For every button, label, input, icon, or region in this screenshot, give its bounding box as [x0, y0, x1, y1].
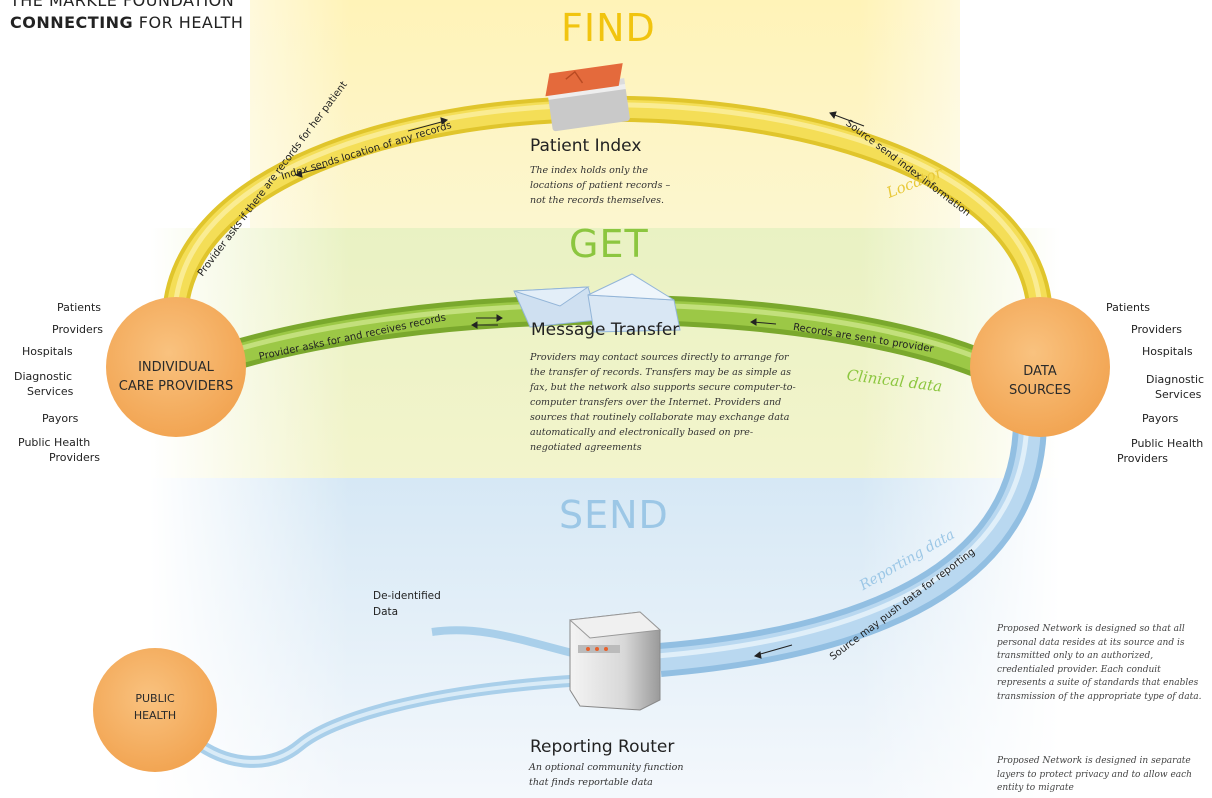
send-layer-label: SEND	[559, 493, 669, 537]
patient-index-title: Patient Index	[530, 136, 642, 156]
flow-arrows	[294, 111, 865, 659]
deidentified-line1: De-identified	[373, 590, 441, 602]
data-sources-node	[970, 297, 1110, 437]
right-item-services: Services	[1155, 388, 1202, 401]
left-item-providers-2: Providers	[49, 451, 101, 464]
network-note-2: Proposed Network is designed in separate…	[997, 756, 1192, 793]
patient-index-icon	[545, 63, 630, 132]
org-title-line1: THE MARKLE FOUNDATION	[10, 0, 235, 10]
left-item-payors: Payors	[42, 412, 79, 425]
deidentified-data-label: De-identified Data	[373, 588, 441, 620]
left-item-patients: Patients	[57, 301, 102, 314]
left-item-hospitals: Hospitals	[22, 345, 73, 358]
individual-care-providers-label: INDIVIDUAL CARE PROVIDERS	[106, 358, 246, 396]
right-item-providers-2: Providers	[1117, 452, 1169, 465]
deidentified-conduit	[431, 626, 581, 659]
org-title-line2: CONNECTING FOR HEALTH	[10, 13, 243, 32]
left-item-providers: Providers	[52, 323, 104, 336]
get-layer-label: GET	[569, 222, 649, 266]
patient-index-desc: The index holds only the locations of pa…	[530, 165, 671, 206]
icp-line2: CARE PROVIDERS	[118, 379, 234, 394]
right-item-diagnostic: Diagnostic	[1146, 373, 1205, 386]
left-item-diagnostic: Diagnostic	[14, 370, 73, 383]
message-transfer-desc: Providers may contact sources directly t…	[530, 352, 796, 453]
right-item-providers: Providers	[1131, 323, 1183, 336]
reporting-router-title: Reporting Router	[530, 737, 675, 757]
left-item-services: Services	[27, 385, 74, 398]
public-health-node	[93, 648, 217, 772]
ds-line1: DATA	[1023, 364, 1057, 379]
reporting-router-desc: An optional community function that find…	[529, 762, 684, 788]
deidentified-line2: Data	[373, 606, 399, 618]
right-item-patients: Patients	[1106, 301, 1151, 314]
right-item-hospitals: Hospitals	[1142, 345, 1193, 358]
org-title-bold: CONNECTING	[10, 13, 134, 32]
data-sources-label: DATA SOURCES	[990, 362, 1090, 400]
right-item-payors: Payors	[1142, 412, 1179, 425]
reporting-router-icon	[568, 611, 662, 711]
network-note-1: Proposed Network is designed so that all…	[997, 624, 1202, 702]
ph-line2: HEALTH	[133, 709, 177, 722]
ph-line1: PUBLIC	[135, 692, 175, 705]
ds-line2: SOURCES	[1009, 383, 1071, 398]
icp-line1: INDIVIDUAL	[138, 360, 214, 375]
message-transfer-title: Message Transfer	[531, 320, 680, 340]
individual-care-providers-node	[106, 297, 246, 437]
org-title-rest: FOR HEALTH	[138, 13, 244, 32]
left-item-public-health: Public Health	[18, 436, 91, 449]
right-item-public-health: Public Health	[1131, 437, 1204, 450]
find-layer-label: FIND	[561, 6, 656, 50]
public-health-label: PUBLIC HEALTH	[105, 690, 205, 724]
message-envelopes-icon	[513, 273, 681, 333]
